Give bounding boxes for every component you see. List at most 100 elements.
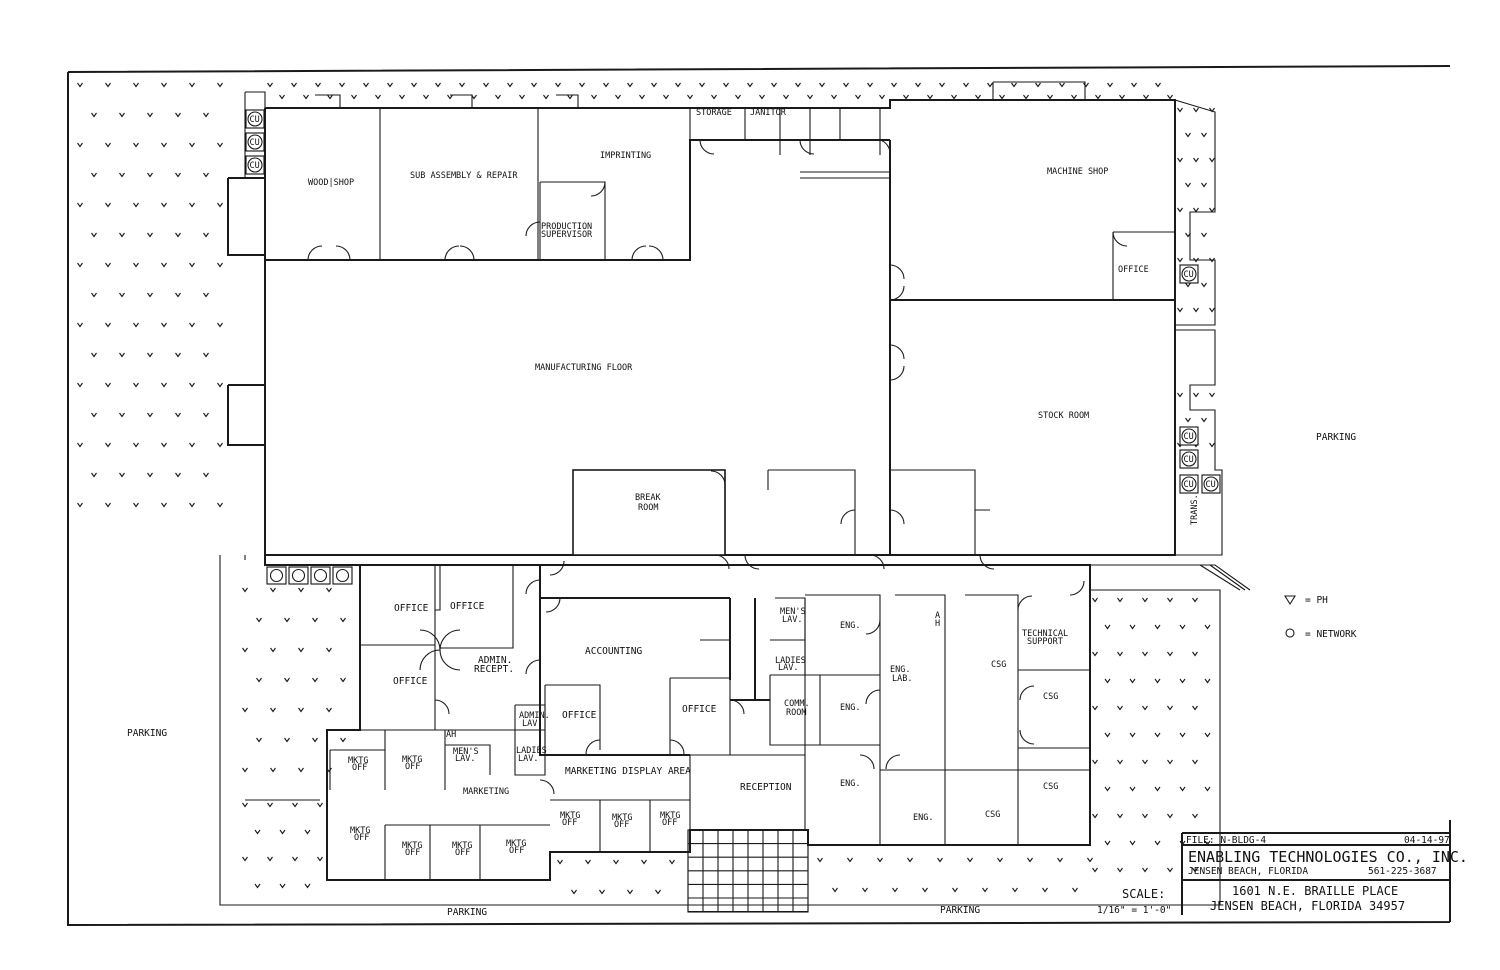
company-city: JENSEN BEACH, FLORIDA <box>1188 866 1308 877</box>
network-symbol-icon <box>1285 628 1295 638</box>
sheet-border <box>67 65 1451 927</box>
svg-text:MKTG: MKTG <box>402 841 422 851</box>
plant-icon <box>963 82 969 88</box>
plant-icon <box>1193 107 1199 113</box>
svg-text:OFF: OFF <box>354 833 369 843</box>
plant-icon <box>922 887 928 893</box>
cu-label: CU <box>250 161 260 171</box>
plant-icon <box>105 142 111 148</box>
address-line-2: JENSEN BEACH, FLORIDA 34957 <box>1210 899 1405 913</box>
label-manufacturing-floor: MANUFACTURING FLOOR <box>535 363 633 373</box>
plant-icon <box>952 887 958 893</box>
plant-icon <box>91 232 97 238</box>
plant-icon <box>217 142 223 148</box>
plant-icon <box>189 202 195 208</box>
plant-icon <box>1023 94 1029 100</box>
plant-icon <box>119 112 125 118</box>
scale-label: SCALE: <box>1122 887 1165 901</box>
plant-icon <box>651 82 657 88</box>
plant-icon <box>567 94 573 100</box>
plant-icon <box>1027 857 1033 863</box>
plant-icon <box>189 442 195 448</box>
plant-icon <box>1209 157 1215 163</box>
plant-icon <box>1192 705 1198 711</box>
plant-icon <box>312 617 318 623</box>
plant-icon <box>867 82 873 88</box>
plant-icon <box>423 94 429 100</box>
label-tech-1: TECHNICAL <box>1022 629 1068 639</box>
plant-icon <box>459 82 465 88</box>
label-mens-lav-a-2: LAV. <box>455 754 475 764</box>
plant-icon <box>242 707 248 713</box>
plant-icon <box>907 857 913 863</box>
plant-icon <box>203 352 209 358</box>
plant-icon <box>1193 157 1199 163</box>
condenser-unit-icon <box>245 155 265 175</box>
plant-icon <box>105 442 111 448</box>
plant-icon <box>1104 732 1111 738</box>
plant-icon <box>1209 207 1215 213</box>
plant-icon <box>1092 759 1098 765</box>
plant-icon <box>312 737 318 743</box>
plant-icon <box>256 677 262 683</box>
plant-icon <box>1167 759 1173 765</box>
condenser-unit-icon <box>1201 474 1221 494</box>
plant-icon <box>161 442 167 448</box>
plant-icon <box>967 857 973 863</box>
title-block: FILE: N-BLDG-4 04-14-97 ENABLING TECHNOL… <box>1097 832 1468 916</box>
plant-icon <box>161 142 167 148</box>
plant-icon <box>375 94 381 100</box>
plant-icon <box>119 412 125 418</box>
plant-icon <box>982 887 988 893</box>
file-name: FILE: N-BLDG-4 <box>1186 835 1266 846</box>
plant-icon <box>1179 786 1186 792</box>
label-imprinting: IMPRINTING <box>600 151 651 161</box>
label-production-1: PRODUCTION <box>541 222 592 232</box>
plant-icon <box>1129 678 1136 684</box>
label-break-2: ROOM <box>638 503 658 513</box>
parking-south-2: PARKING <box>940 905 980 916</box>
plant-icon <box>555 82 561 88</box>
plant-icon <box>1154 840 1161 846</box>
svg-text:MKTG: MKTG <box>560 811 580 821</box>
plant-icon <box>270 647 276 653</box>
plant-icon <box>855 94 861 100</box>
plant-icon <box>304 883 311 889</box>
plant-icon <box>242 647 248 653</box>
plant-icon <box>119 292 125 298</box>
plant-icon <box>77 322 83 328</box>
plant-icon <box>399 94 405 100</box>
plant-icon <box>1204 732 1211 738</box>
svg-text:OFF: OFF <box>405 848 420 858</box>
plant-icon <box>1142 759 1148 765</box>
plant-icon <box>133 442 139 448</box>
plant-icon <box>298 707 304 713</box>
plant-icon <box>292 856 298 862</box>
label-storage: STORAGE <box>696 108 732 118</box>
plant-icon <box>819 82 825 88</box>
plant-icon <box>217 502 223 508</box>
plant-icon <box>951 94 957 100</box>
plant-icon <box>175 112 181 118</box>
plant-icon <box>1117 705 1123 711</box>
plant-icon <box>435 82 441 88</box>
plant-icon <box>279 829 286 835</box>
label-eng-2: ENG. <box>840 703 860 713</box>
plant-icon <box>639 94 645 100</box>
plant-icon <box>519 94 525 100</box>
label-ah-b-1: A <box>935 611 940 621</box>
plant-icon <box>1193 307 1199 313</box>
plant-icon <box>1177 107 1183 113</box>
plant-icon <box>175 472 181 478</box>
svg-text:MKTG: MKTG <box>506 839 526 849</box>
plant-icon <box>571 889 577 895</box>
label-office-b: OFFICE <box>450 601 485 612</box>
plant-icon <box>267 856 273 862</box>
label-ah-a: AH <box>446 730 456 740</box>
plant-icon <box>1142 867 1148 873</box>
plant-icon <box>147 232 153 238</box>
plant-icon <box>270 707 276 713</box>
plant-icon <box>1167 597 1173 603</box>
plant-icon <box>759 94 765 100</box>
plant-icon <box>77 202 83 208</box>
